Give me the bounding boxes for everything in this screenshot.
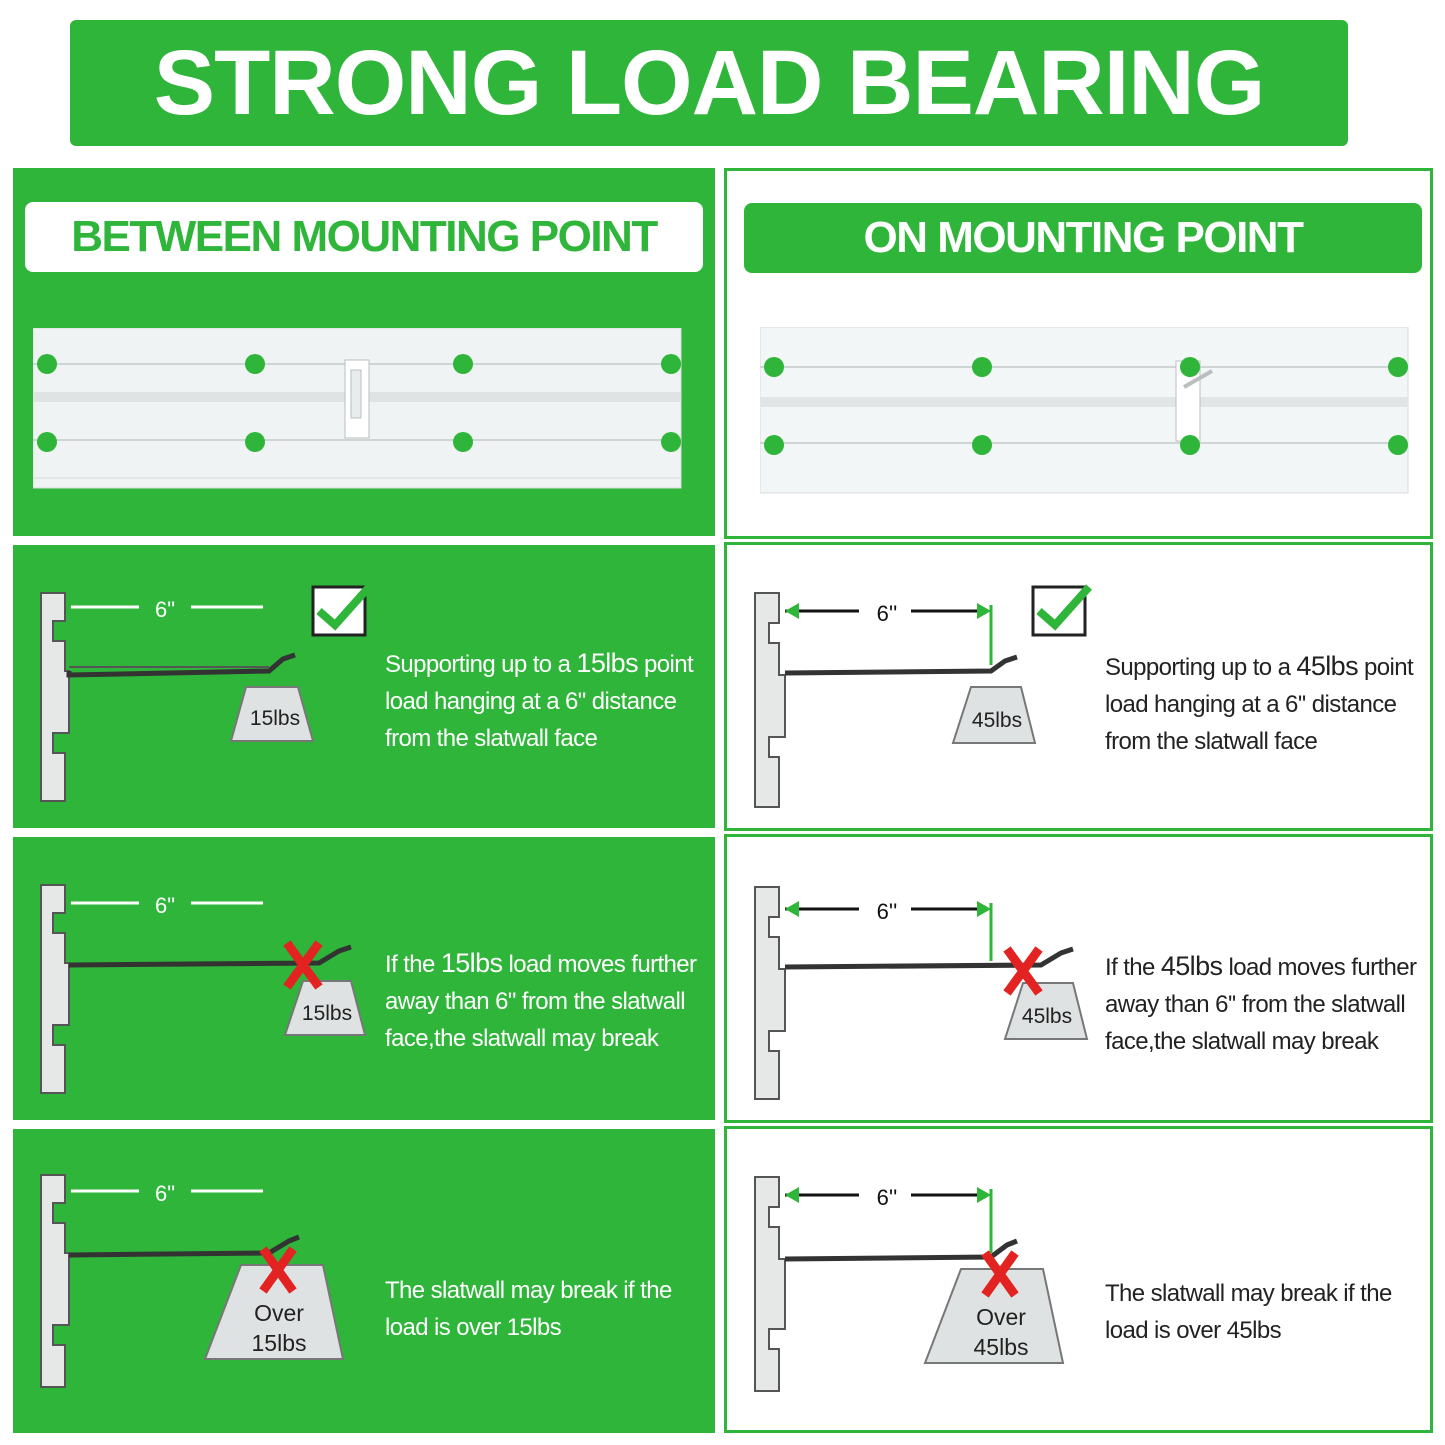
weight-icon: Over 45lbs: [923, 1268, 1065, 1364]
weight-label: 45lbs: [1022, 1005, 1072, 1028]
distance-label: 6": [155, 1181, 175, 1206]
mounting-dot-icon: [37, 354, 681, 452]
left-row-2: 6" 15lbs If the 15lbs load moves further…: [13, 837, 715, 1120]
slatwall-profile: [40, 592, 70, 802]
weight-icon: 15lbs: [229, 686, 315, 742]
left-row-1: 6" 15lbs Supporting up to a 15lbs point …: [13, 545, 715, 828]
right-row-3: 6'' Over 45lbs The slatwall may break if…: [724, 1126, 1433, 1433]
weight-label: 45lbs: [972, 709, 1022, 732]
x-icon: [1003, 946, 1043, 996]
left-row-3-text: The slatwall may break if the load is ov…: [385, 1277, 672, 1341]
weight-label: 15lbs: [302, 1002, 352, 1025]
x-icon: [259, 1246, 297, 1294]
distance-label: 6'': [877, 899, 898, 924]
weight-icon: 45lbs: [951, 686, 1037, 744]
diagram-right-1: 6'' 45lbs: [754, 584, 1092, 808]
mounting-dot-icon: [764, 357, 1408, 455]
slatwall-panel-left: [33, 328, 682, 489]
title-banner: STRONG LOAD BEARING: [70, 20, 1348, 146]
right-row-2: 6'' 45lbs If the 45lbs load moves furthe…: [724, 834, 1433, 1123]
right-row-1-text: Supporting up to a 45lbs point load hang…: [1105, 651, 1414, 755]
weight-label-line1: Over: [976, 1304, 1026, 1330]
weight-label: 15lbs: [250, 707, 300, 730]
x-icon: [981, 1250, 1019, 1298]
weight-icon: 45lbs: [1003, 982, 1089, 1040]
left-row-2-text: If the 15lbs load moves further away tha…: [385, 948, 697, 1052]
check-icon: [1031, 584, 1092, 637]
x-icon: [283, 940, 323, 990]
left-header-text: BETWEEN MOUNTING POINT: [71, 212, 658, 261]
diagram-left-2: 6" 15lbs: [40, 884, 367, 1094]
right-row-1: 6'' 45lbs Supporting up to a 45lbs point…: [724, 542, 1433, 831]
left-header: BETWEEN MOUNTING POINT: [25, 202, 703, 272]
check-icon: [311, 584, 372, 637]
right-header: ON MOUNTING POINT: [744, 203, 1422, 273]
weight-label-line2: 15lbs: [252, 1330, 307, 1356]
diagram-right-3: 6'' Over 45lbs: [754, 1176, 1065, 1392]
distance-label: 6'': [877, 1185, 898, 1210]
right-row-3-text: The slatwall may break if the load is ov…: [1105, 1280, 1392, 1344]
weight-icon: Over 15lbs: [203, 1264, 345, 1360]
right-header-text: ON MOUNTING POINT: [863, 213, 1304, 262]
diagram-left-3: 6" Over 15lbs: [40, 1174, 345, 1388]
diagram-right-2: 6'' 45lbs: [754, 886, 1089, 1100]
weight-label-line1: Over: [254, 1300, 304, 1326]
left-row-3: 6" Over 15lbs The slatwall may break if …: [13, 1129, 715, 1433]
distance-label: 6": [155, 597, 175, 622]
hook-icon: [344, 359, 370, 439]
left-panel-top: BETWEEN MOUNTING POINT: [13, 168, 715, 536]
right-panel-top: ON MOUNTING POINT: [724, 168, 1433, 539]
page-title: STRONG LOAD BEARING: [153, 32, 1266, 134]
distance-label: 6'': [877, 601, 898, 626]
distance-label: 6": [155, 893, 175, 918]
slatwall-panel-right: [760, 327, 1409, 494]
right-row-2-text: If the 45lbs load moves further away tha…: [1105, 951, 1417, 1055]
weight-label-line2: 45lbs: [974, 1334, 1029, 1360]
left-row-1-text: Supporting up to a 15lbs point load hang…: [385, 648, 694, 752]
weight-icon: 15lbs: [283, 980, 367, 1036]
diagram-left-1: 6" 15lbs: [40, 584, 372, 802]
